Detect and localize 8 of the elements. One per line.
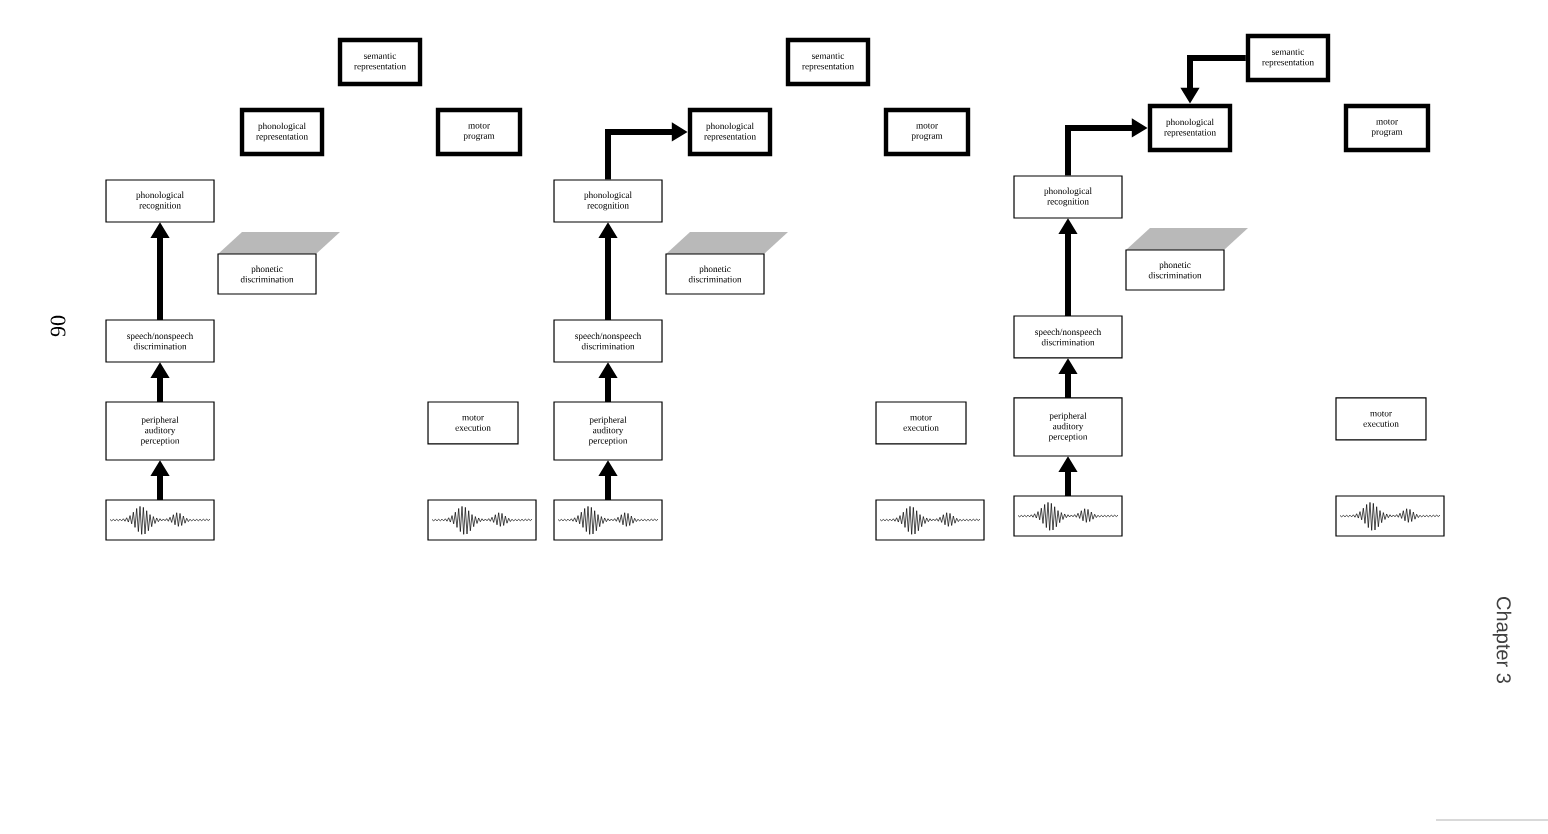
waveform-drawing <box>105 499 215 541</box>
waveform-drawing <box>427 499 537 541</box>
waveform-drawing <box>875 499 985 541</box>
waveform-drawing <box>1013 495 1123 537</box>
chapter-heading: Chapter 3 <box>1492 597 1512 683</box>
waveform-drawing <box>553 499 663 541</box>
waveform-drawing <box>1335 495 1445 537</box>
page-number: 90 <box>50 315 66 337</box>
